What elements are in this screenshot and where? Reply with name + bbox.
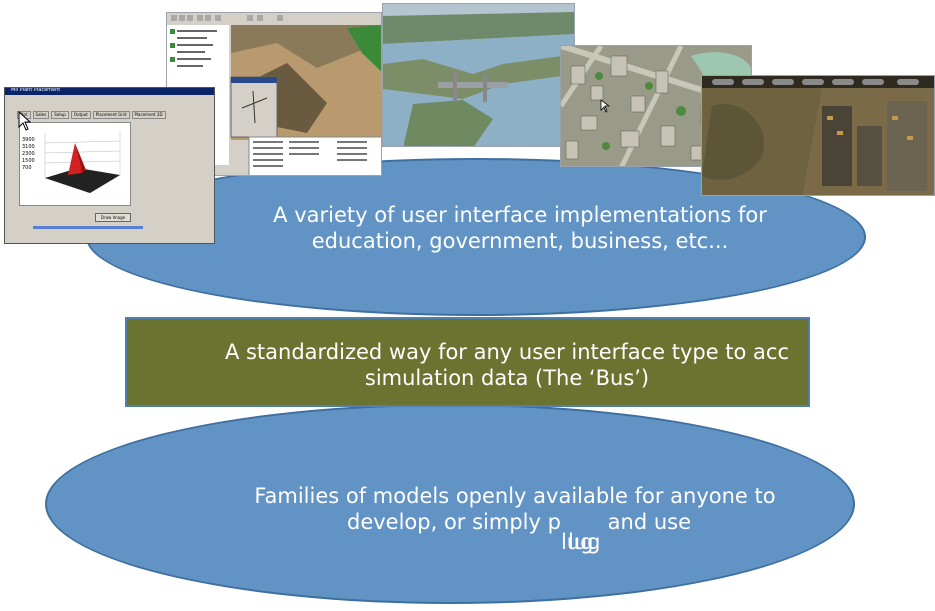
ui-implementations-line-1: A variety of user interface implementati… (273, 203, 767, 227)
plant-placement-app-screenshot: Mil Plant Placement Plot Sales Setup Out… (4, 87, 215, 244)
model-families-text: Families of models openly available for … (200, 483, 830, 554)
app-tab-strip: Plot Sales Setup Output Placement Grid P… (17, 111, 212, 119)
bus-line-2: simulation data (The ‘Bus’) (364, 366, 650, 390)
bus-line-1: A standardized way for any user interfac… (224, 340, 790, 364)
bus-text: A standardized way for any user interfac… (127, 339, 808, 391)
model-families-line-1: Families of models openly available for … (254, 484, 776, 508)
mouse-cursor-icon (18, 111, 32, 131)
ui-implementations-text: A variety of user interface implementati… (215, 202, 825, 254)
bus-box: A standardized way for any user interfac… (125, 317, 810, 407)
chart-tick-label: 3900 (22, 137, 35, 143)
chart-tick-label: 3100 (22, 144, 35, 150)
ui-implementations-line-2: education, government, business, etc... (311, 229, 729, 253)
app-3d-chart (44, 131, 121, 194)
mouse-cursor-icon (600, 99, 610, 113)
chart-tick-label: 1500 (22, 158, 35, 164)
flood-simulation-screenshot (701, 75, 935, 196)
app-tab: Placement Grid (92, 111, 130, 119)
app-chart-panel: 3900 3100 2300 1500 700 (19, 122, 131, 206)
app-title: Mil Plant Placement (11, 87, 61, 93)
app-draw-image-button: Draw Image (95, 213, 131, 222)
app-tab: Sales (32, 111, 50, 119)
model-families-ellipse (45, 404, 855, 604)
app-tab: Output (70, 111, 91, 119)
river-dam-graphic (383, 4, 574, 146)
app-title-bar: Mil Plant Placement (5, 87, 214, 95)
flood-simulation-graphic (702, 76, 934, 195)
model-families-overlap-a: lug (560, 530, 594, 554)
app-chart-ticks: 3900 3100 2300 1500 700 (22, 137, 42, 172)
model-families-line-2-end: and use (607, 510, 691, 534)
app-slider (33, 226, 143, 229)
chart-tick-label: 2300 (22, 151, 35, 157)
model-families-overlap-b: lug (567, 530, 601, 554)
chart-tick-label: 700 (22, 165, 32, 171)
river-dam-3d-screenshot (382, 3, 575, 147)
app-tab: Setup (51, 111, 69, 119)
model-families-line-2-start: develop, or simply p (347, 510, 561, 534)
app-tab: Placement 3D (131, 111, 166, 119)
